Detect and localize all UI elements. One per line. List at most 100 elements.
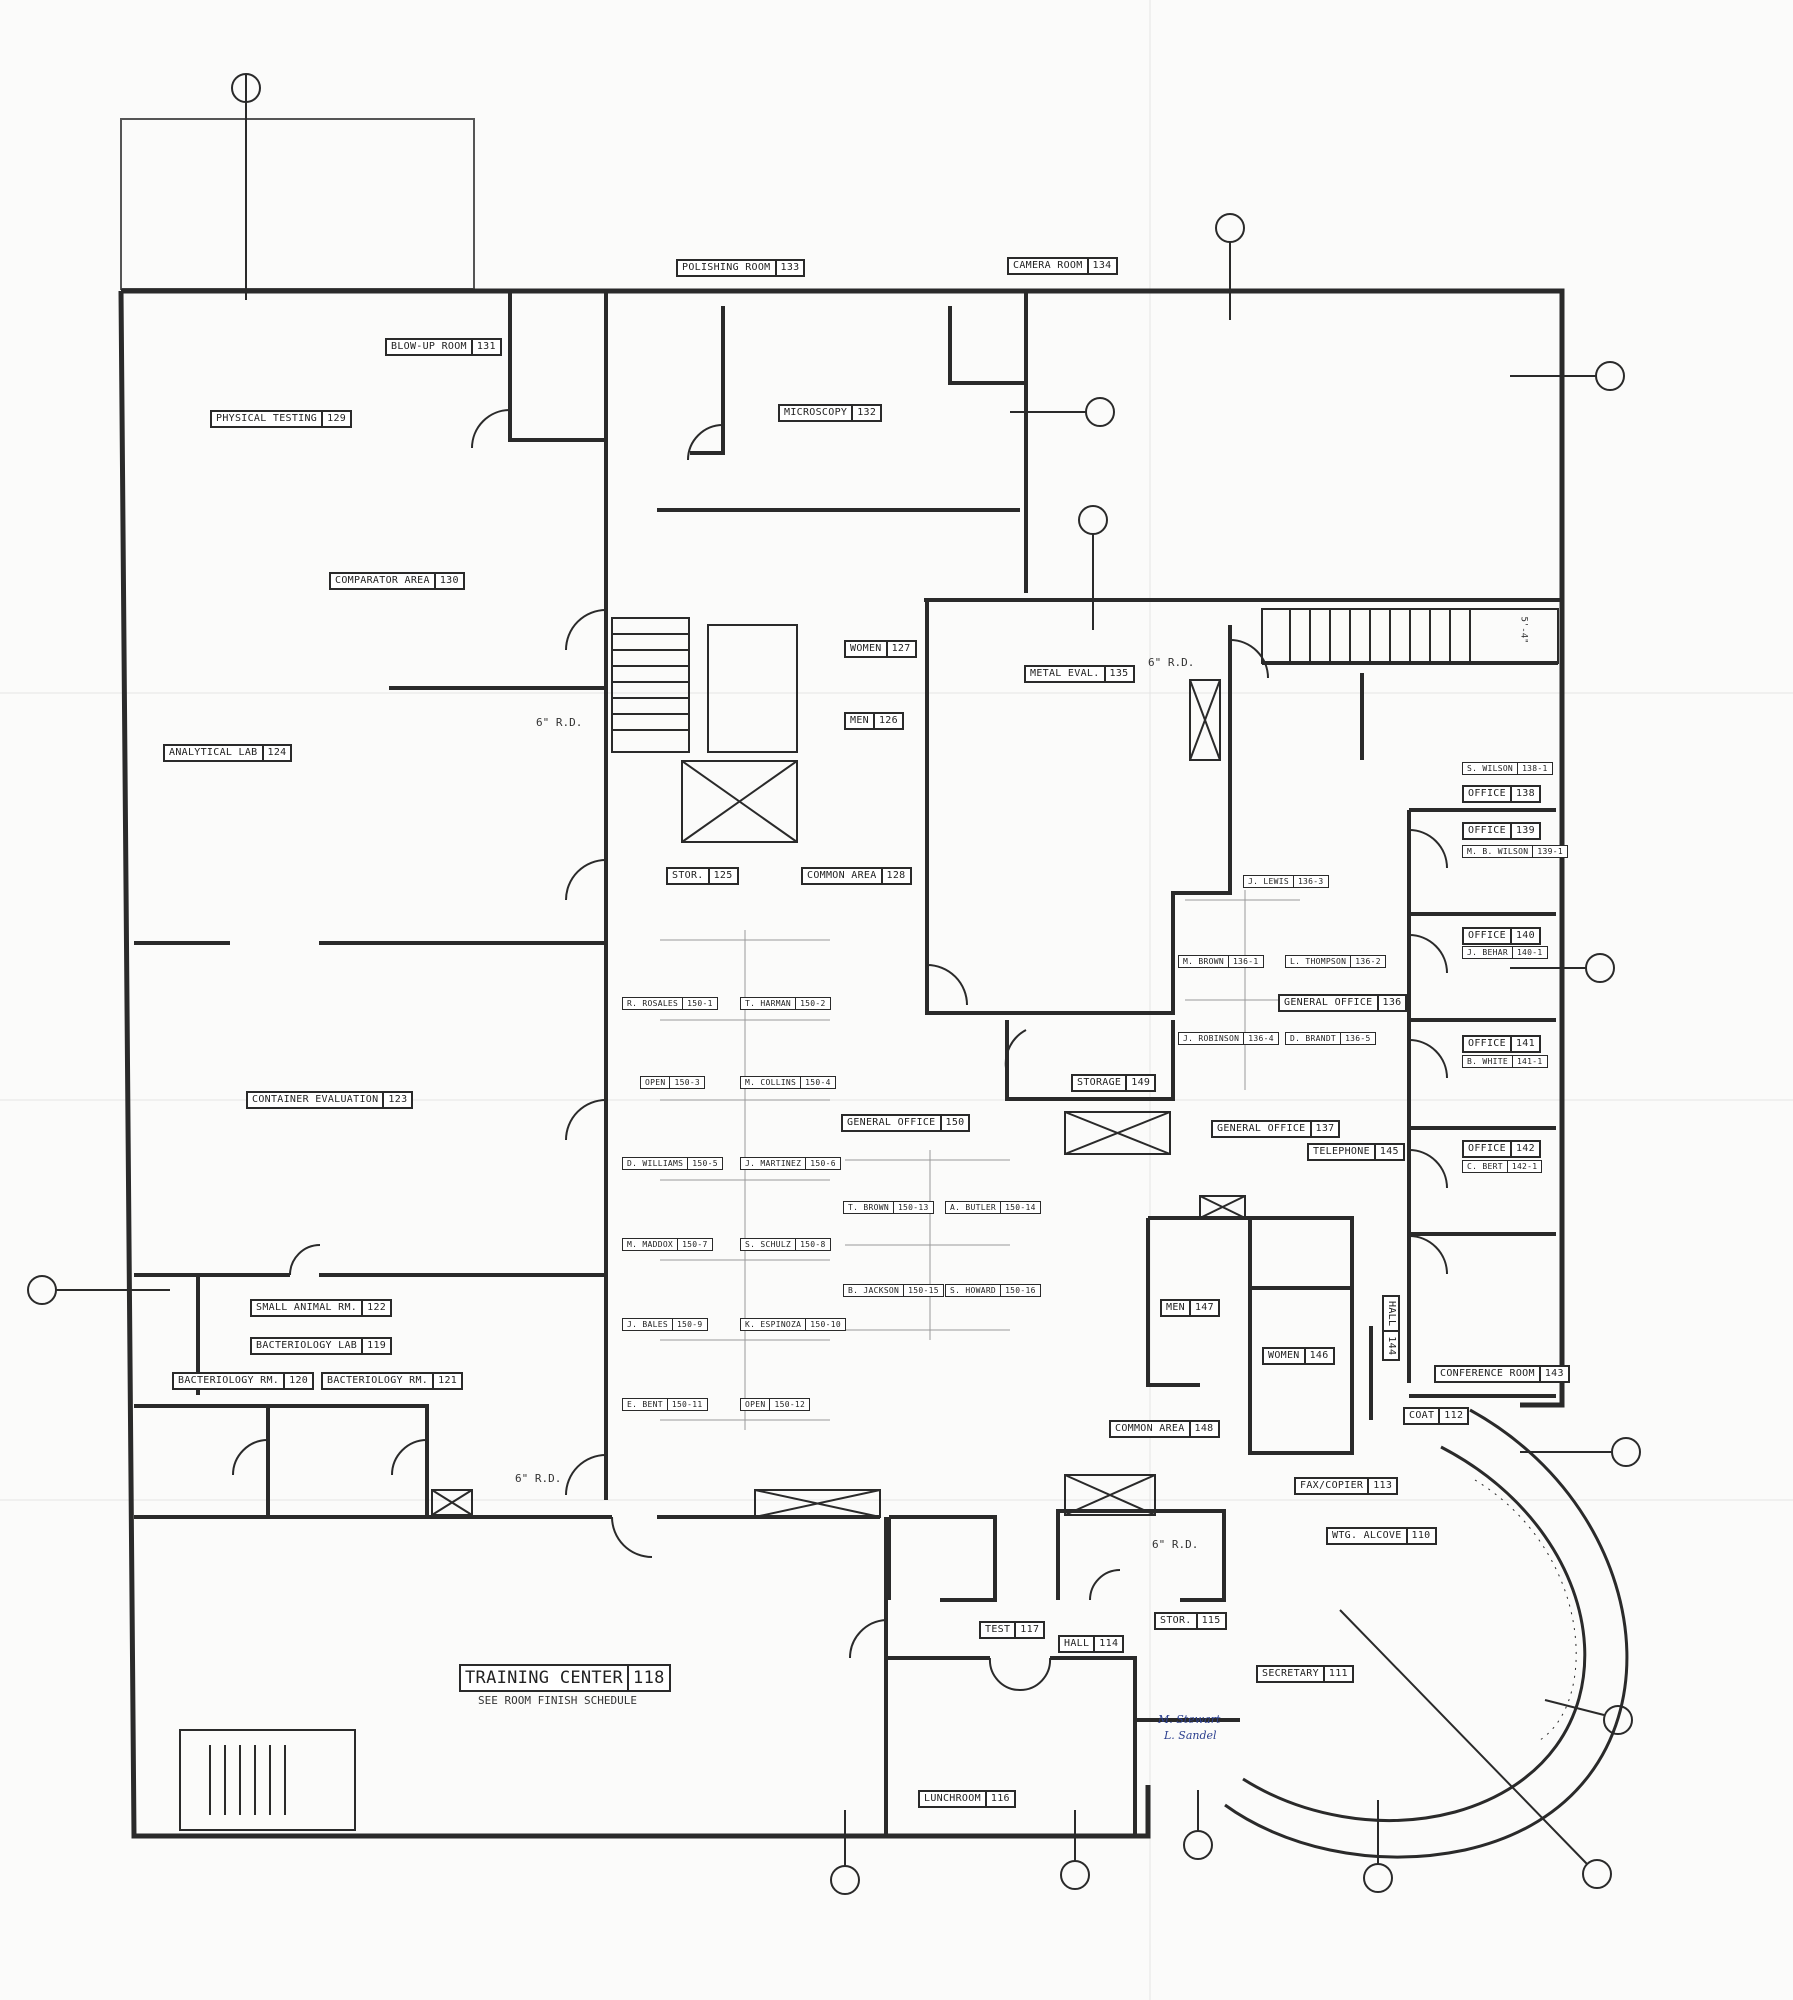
label-text: R. ROSALES [627,999,679,1008]
room-name: WOMEN [1268,1350,1300,1361]
interior-walls [134,291,1562,1836]
section-marker-icon [1510,361,1625,391]
room-label-bacteriology-rm-121: BACTERIOLOGY RM.121 [321,1372,464,1390]
room-number: 110 [1405,1529,1435,1543]
room-number: 126 [872,714,902,728]
section-marker-icon [1339,1609,1612,1889]
label-text: 150-1 [682,998,717,1009]
room-name: MEN [850,715,869,726]
section-marker-icon [1183,1790,1213,1860]
room-name: COAT [1409,1410,1435,1421]
label-text: M. Stewart [1158,1713,1221,1726]
room-number: 132 [851,406,880,420]
label-text: J. BEHAR [1467,948,1508,957]
door-swings [232,409,1448,1692]
label-text: 150-10 [805,1319,845,1330]
room-number: 149 [1125,1076,1154,1090]
room-number: 125 [707,869,737,883]
room-name: TELEPHONE [1313,1146,1370,1157]
label-text: 150-15 [903,1285,943,1296]
room-number: 130 [433,574,463,588]
room-name: GENERAL OFFICE [1217,1123,1306,1134]
room-name: SECRETARY [1262,1668,1319,1679]
room-number: 121 [432,1374,461,1388]
room-number: 140 [1509,929,1539,943]
room-label-stor-115: STOR.115 [1154,1612,1227,1630]
room-name: GENERAL OFFICE [847,1117,936,1128]
label-text: S. WILSON [1467,764,1514,773]
label-text: M. B. WILSON [1467,847,1529,856]
room-name: STORAGE [1077,1077,1122,1088]
section-marker-icon [1060,1810,1090,1890]
label-text: D. WILLIAMS [627,1159,684,1168]
room-name: CONTAINER EVALUATION [252,1094,379,1105]
roof-drain-note: 6" R.D. [515,1472,562,1485]
room-name: FAX/COPIER [1300,1480,1364,1491]
room-name: ANALYTICAL LAB [169,747,258,758]
room-label-small-animal-rm: SMALL ANIMAL RM.122 [250,1299,393,1317]
label-text: J. MARTINEZ [745,1159,802,1168]
room-number: 127 [885,642,915,656]
room-number: 128 [880,869,910,883]
label-text: 150-16 [1000,1285,1040,1296]
section-marker-icon [830,1810,860,1895]
label-text: 150-3 [669,1077,704,1088]
room-name: WOMEN [850,643,882,654]
label-text: J. LEWIS [1248,877,1289,886]
room-number: 129 [321,412,350,426]
room-number: 113 [1367,1479,1396,1493]
room-number: 124 [261,746,291,760]
label-text: 138-1 [1517,763,1552,774]
room-label-metal-eval: METAL EVAL.135 [1024,665,1135,683]
room-number: 139 [1509,824,1539,838]
room-name: BACTERIOLOGY LAB [256,1340,358,1351]
label-text: 150-2 [795,998,830,1009]
training-center-note: SEE ROOM FINISH SCHEDULE [478,1694,637,1707]
room-name: STOR. [672,870,704,881]
label-text: M. BROWN [1183,957,1224,966]
room-number: 122 [361,1301,390,1315]
label-text: 150-6 [805,1158,840,1169]
label-text: 150-9 [671,1319,707,1330]
label-text: 142-1 [1506,1161,1542,1172]
label-text: M. COLLINS [745,1078,797,1087]
room-name: TRAINING CENTER [465,1668,624,1688]
room-number: 133 [774,261,804,275]
room-name: METAL EVAL. [1030,668,1100,679]
room-number: 111 [1322,1667,1352,1681]
label-text: 139-1 [1532,846,1567,857]
exterior-walls [118,288,1565,1839]
room-name: PHYSICAL TESTING [216,413,318,424]
section-marker-icon [1544,1699,1633,1735]
label-text: 136-1 [1227,956,1263,967]
stair-dimension: 5'-4" [1518,616,1529,644]
label-text: L. THOMPSON [1290,957,1347,966]
label-text: J. ROBINSON [1183,1034,1240,1043]
